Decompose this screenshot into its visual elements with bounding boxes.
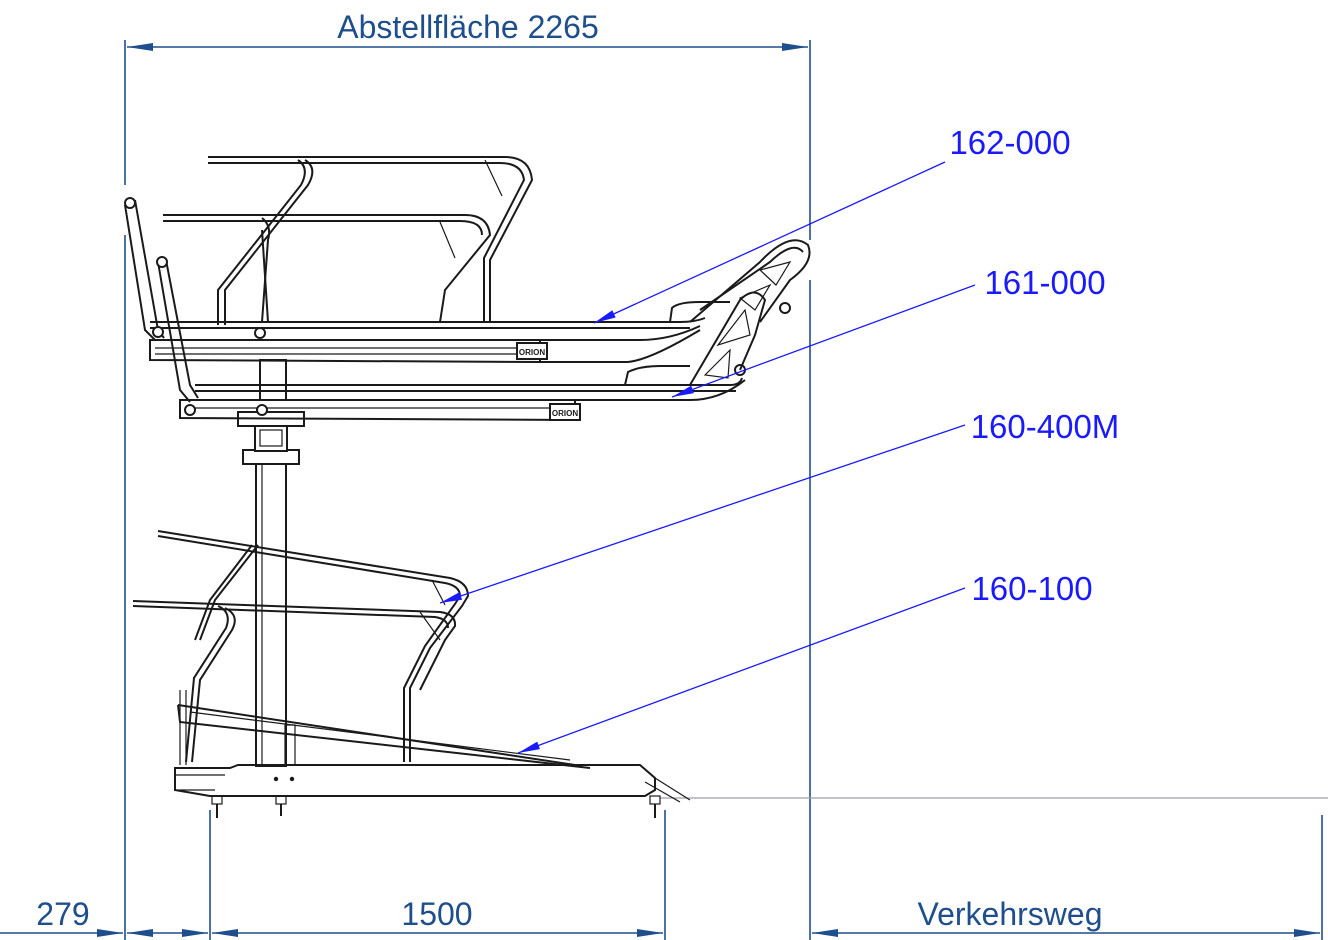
- leader-160-100: [517, 587, 966, 754]
- leader-161-000: [671, 284, 976, 398]
- part-references: 162-000 161-000 160-400M 160-100: [439, 124, 1120, 754]
- lower-ramp-160-100: [177, 704, 591, 769]
- base-plate: [174, 764, 691, 818]
- left-offset-dimension: 279: [36, 896, 89, 932]
- leader-162-000: [593, 161, 946, 324]
- storage-area-dimension: Abstellfläche 2265: [337, 9, 599, 45]
- central-column: [237, 411, 305, 767]
- dimension-lines: Abstellfläche 2265 279 1500 Verkehrsweg: [0, 9, 1323, 940]
- traffic-route-dimension: Verkehrsweg: [918, 896, 1103, 932]
- leader-160-400m: [439, 424, 966, 604]
- base-width-dimension: 1500: [401, 896, 472, 932]
- ref-label-160-400m: 160-400M: [971, 408, 1120, 445]
- ref-label-160-100: 160-100: [971, 570, 1092, 607]
- upper-tray-162-000: ORION: [124, 156, 811, 364]
- lower-frame-160-400m: [132, 530, 470, 765]
- upper-logo: ORION: [519, 348, 545, 357]
- bicycle-rack-drawing: ORION ORION: [124, 156, 811, 818]
- middle-logo: ORION: [552, 409, 578, 418]
- ref-label-161-000: 161-000: [984, 264, 1105, 301]
- middle-tray-161-000: ORION: [156, 256, 767, 422]
- ref-label-162-000: 162-000: [949, 124, 1070, 161]
